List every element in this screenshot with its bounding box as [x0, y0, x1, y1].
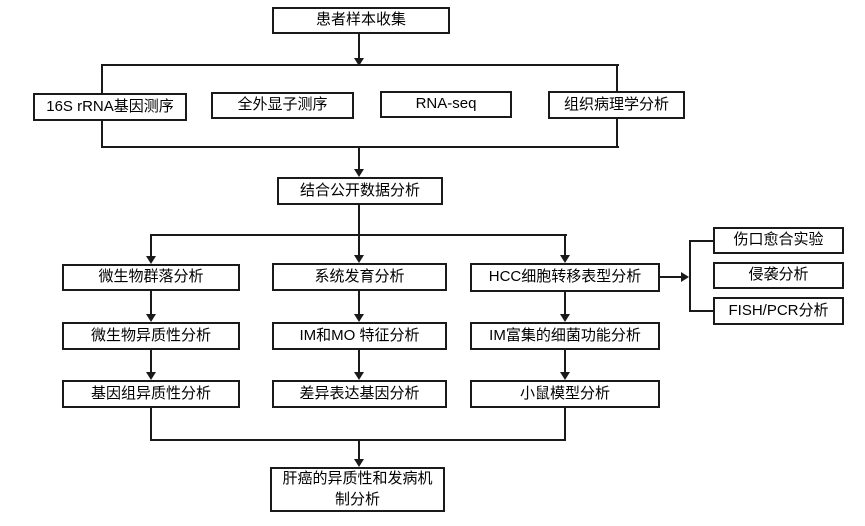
connector-line [150, 408, 152, 441]
arrowhead-down-icon [354, 372, 364, 380]
connector-line [358, 234, 360, 255]
connector-line [358, 146, 360, 169]
arrowhead-down-icon [146, 314, 156, 322]
node-differential-expression-gene-analysis: 差异表达基因分析 [272, 380, 447, 408]
connector-line [150, 234, 152, 256]
connector-line [101, 146, 619, 148]
connector-line [660, 276, 681, 278]
connector-line [616, 64, 618, 92]
connector-line [358, 205, 360, 236]
node-invasion-assay: 侵袭分析 [713, 262, 844, 289]
arrowhead-down-icon [354, 255, 364, 263]
connector-line [358, 350, 360, 372]
node-fish-pcr-analysis: FISH/PCR分析 [713, 297, 844, 325]
connector-line [564, 234, 566, 255]
arrowhead-down-icon [560, 314, 570, 322]
node-whole-exome-sequencing: 全外显子测序 [211, 92, 354, 119]
node-patient-sample-collection: 患者样本收集 [272, 7, 450, 34]
node-wound-healing-assay: 伤口愈合实验 [713, 227, 844, 254]
node-phylogenetic-analysis: 系统发育分析 [272, 263, 447, 291]
node-liver-cancer-heterogeneity-mechanism-analysis: 肝癌的异质性和发病机制分析 [270, 467, 445, 512]
node-microbial-community-analysis: 微生物群落分析 [62, 264, 240, 291]
connector-line [101, 64, 103, 94]
connector-line [150, 291, 152, 314]
arrowhead-down-icon [560, 255, 570, 263]
node-im-enriched-bacteria-function-analysis: IM富集的细菌功能分析 [470, 322, 660, 350]
node-microbial-heterogeneity-analysis: 微生物异质性分析 [62, 322, 240, 350]
connector-line [150, 350, 152, 372]
node-mouse-model-analysis: 小鼠模型分析 [470, 380, 660, 408]
arrowhead-right-icon [681, 272, 689, 282]
connector-line [358, 439, 360, 459]
connector-line [358, 291, 360, 314]
arrowhead-down-icon [146, 256, 156, 264]
node-public-data-analysis: 结合公开数据分析 [277, 177, 443, 205]
connector-line [101, 121, 103, 148]
node-hcc-metastasis-phenotype-analysis: HCC细胞转移表型分析 [470, 263, 660, 292]
node-histopathology-analysis: 组织病理学分析 [548, 91, 685, 119]
arrowhead-down-icon [354, 169, 364, 177]
arrowhead-down-icon [146, 372, 156, 380]
connector-line [564, 408, 566, 441]
arrowhead-down-icon [354, 459, 364, 467]
arrowhead-down-icon [354, 58, 364, 66]
connector-line [689, 240, 691, 312]
connector-line [616, 119, 618, 148]
connector-line [689, 240, 713, 242]
connector-line [358, 34, 360, 58]
node-16s-rrna-sequencing: 16S rRNA基因测序 [33, 93, 187, 121]
connector-line [564, 292, 566, 314]
connector-line [564, 350, 566, 372]
node-rna-seq: RNA-seq [380, 91, 512, 118]
node-im-mo-feature-analysis: IM和MO 特征分析 [272, 322, 447, 350]
connector-line [101, 64, 619, 66]
connector-line [689, 310, 713, 312]
node-genomic-heterogeneity-analysis: 基因组异质性分析 [62, 380, 240, 408]
arrowhead-down-icon [354, 314, 364, 322]
arrowhead-down-icon [560, 372, 570, 380]
